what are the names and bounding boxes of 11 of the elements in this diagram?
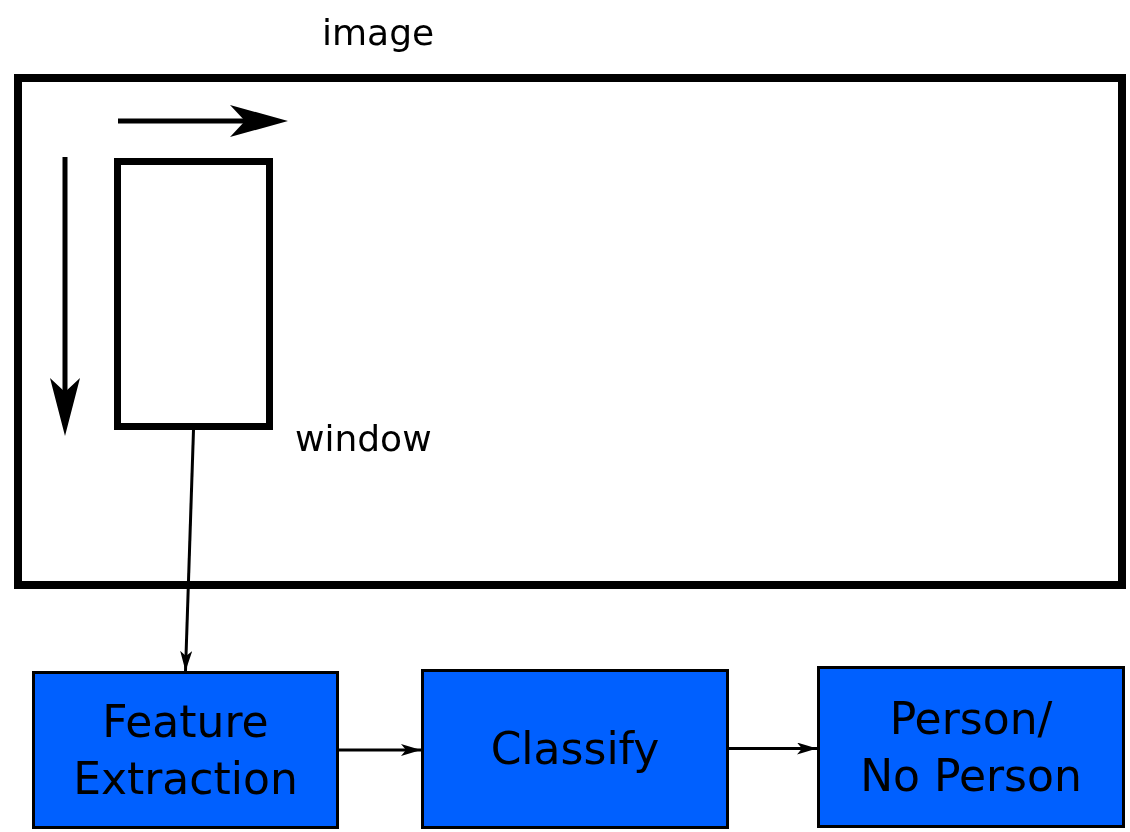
process-box: [421, 669, 729, 829]
process-box: [32, 671, 339, 829]
arrow: [339, 744, 421, 756]
box-label: Feature Extraction: [72, 694, 299, 806]
arrow: [729, 742, 817, 755]
arrow: [180, 429, 195, 672]
window-label: window: [295, 418, 432, 459]
process-box: [817, 666, 1125, 828]
box-label: Classify: [490, 722, 660, 777]
box-label: Person/ No Person: [859, 691, 1083, 803]
frame-title: image: [322, 12, 435, 53]
